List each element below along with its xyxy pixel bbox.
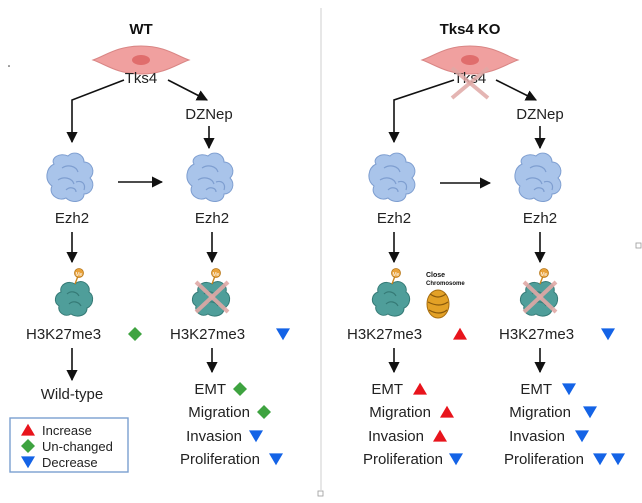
arrow-tks4-dznep — [495, 79, 538, 101]
methyl-badge-label: Me — [213, 272, 220, 278]
outcome-label: Proliferation — [363, 451, 443, 468]
outcome-label: Wild-type — [41, 386, 104, 403]
arrow-tks4-dznep — [167, 79, 208, 101]
decrease-triangle-icon — [583, 406, 597, 419]
nucleosome-icon — [54, 267, 94, 317]
methyl-badge-label: Me — [541, 272, 548, 278]
panel-wt: WT Tks4 DZNep Ezh2 Ezh2 Me Me H3K27me3 H… — [26, 21, 290, 468]
ezh2-protein-icon — [186, 152, 234, 203]
resize-handle-bottom[interactable] — [317, 490, 324, 497]
decrease-triangle-icon — [449, 453, 463, 466]
outcome-status-indicator — [440, 405, 454, 418]
cell-label: Tks4 — [125, 70, 158, 87]
outcome-status-indicator — [233, 382, 247, 396]
legend: Increase Un-changed Decrease — [9, 417, 129, 473]
knockout-cross-icon — [450, 66, 490, 100]
drug-label: DZNep — [185, 106, 233, 123]
outcome-label: Migration — [188, 404, 250, 421]
methyl-badge-label: Me — [76, 272, 83, 278]
arrow-tks4-ezh2 — [388, 79, 455, 144]
decrease-triangle-icon — [562, 383, 576, 396]
outcome-status-indicator — [593, 453, 625, 466]
mark-status-indicator — [276, 328, 290, 341]
mark-status-indicator — [128, 327, 142, 341]
decrease-triangle-icon — [276, 328, 290, 341]
legend-label: Un-changed — [42, 439, 113, 454]
panel-title: Tks4 KO — [440, 21, 501, 38]
increase-triangle-icon — [433, 429, 447, 442]
unchanged-diamond-icon — [257, 405, 271, 419]
mark-label: H3K27me3 — [170, 326, 245, 343]
mark-label: H3K27me3 — [347, 326, 422, 343]
increase-triangle-icon — [413, 382, 427, 395]
decrease-triangle-icon — [21, 456, 35, 469]
outcome-status-indicator — [257, 405, 271, 419]
chromosome-label: Close — [426, 272, 445, 279]
increase-triangle-icon — [21, 423, 35, 436]
closed-chromosome-icon — [426, 289, 450, 319]
legend-swatch — [21, 456, 35, 469]
resize-handle-right[interactable] — [635, 242, 642, 249]
decrease-triangle-icon — [575, 430, 589, 443]
outcome-label: Proliferation — [504, 451, 584, 468]
legend-label: Decrease — [42, 455, 98, 470]
outcome-label: Invasion — [186, 428, 242, 445]
enzyme-label: Ezh2 — [523, 210, 557, 227]
decrease-triangle-icon — [269, 453, 283, 466]
legend-swatch — [21, 439, 35, 453]
nucleosome-icon — [371, 267, 411, 317]
outcome-label: Invasion — [368, 428, 424, 445]
decrease-triangle-icon — [593, 453, 607, 466]
ezh2-protein-icon — [514, 152, 562, 203]
outcome-status-indicator — [433, 429, 447, 442]
outcome-status-indicator — [449, 453, 463, 466]
chromosome-label: Chromosome — [426, 281, 465, 287]
increase-triangle-icon — [440, 405, 454, 418]
unchanged-diamond-icon — [21, 439, 35, 453]
outcome-label: Migration — [509, 404, 571, 421]
outcome-label: Invasion — [509, 428, 565, 445]
enzyme-label: Ezh2 — [195, 210, 229, 227]
outcome-label: EMT — [194, 381, 226, 398]
inhibited-cross-icon — [522, 280, 558, 314]
decrease-triangle-icon — [601, 328, 615, 341]
stray-dot — [8, 65, 10, 67]
ezh2-protein-icon — [368, 152, 416, 203]
arrow-tks4-ezh2 — [66, 79, 125, 144]
increase-triangle-icon — [453, 327, 467, 340]
ezh2-protein-icon — [46, 152, 94, 203]
methyl-badge-label: Me — [393, 272, 400, 278]
outcome-status-indicator — [413, 382, 427, 395]
inhibited-cross-icon — [194, 280, 230, 314]
legend-swatch — [21, 423, 35, 436]
mark-label: H3K27me3 — [499, 326, 574, 343]
decrease-triangle-icon — [611, 453, 625, 466]
unchanged-diamond-icon — [233, 382, 247, 396]
outcome-status-indicator — [562, 383, 576, 396]
panel-title: WT — [129, 21, 152, 38]
outcome-label: Proliferation — [180, 451, 260, 468]
outcome-label: EMT — [371, 381, 403, 398]
legend-label: Increase — [42, 423, 92, 438]
mark-status-indicator — [601, 328, 615, 341]
enzyme-label: Ezh2 — [377, 210, 411, 227]
panel-tks4-ko: Tks4 KO Tks4 DZNep Ezh2 Ezh2 Me Me — [347, 21, 625, 468]
decrease-triangle-icon — [249, 430, 263, 443]
outcome-label: EMT — [520, 381, 552, 398]
mark-label: H3K27me3 — [26, 326, 101, 343]
unchanged-diamond-icon — [128, 327, 142, 341]
outcome-status-indicator — [249, 430, 263, 443]
outcome-label: Migration — [369, 404, 431, 421]
drug-label: DZNep — [516, 106, 564, 123]
mark-status-indicator — [453, 327, 467, 340]
enzyme-label: Ezh2 — [55, 210, 89, 227]
outcome-status-indicator — [583, 406, 597, 419]
outcome-status-indicator — [269, 453, 283, 466]
outcome-status-indicator — [575, 430, 589, 443]
